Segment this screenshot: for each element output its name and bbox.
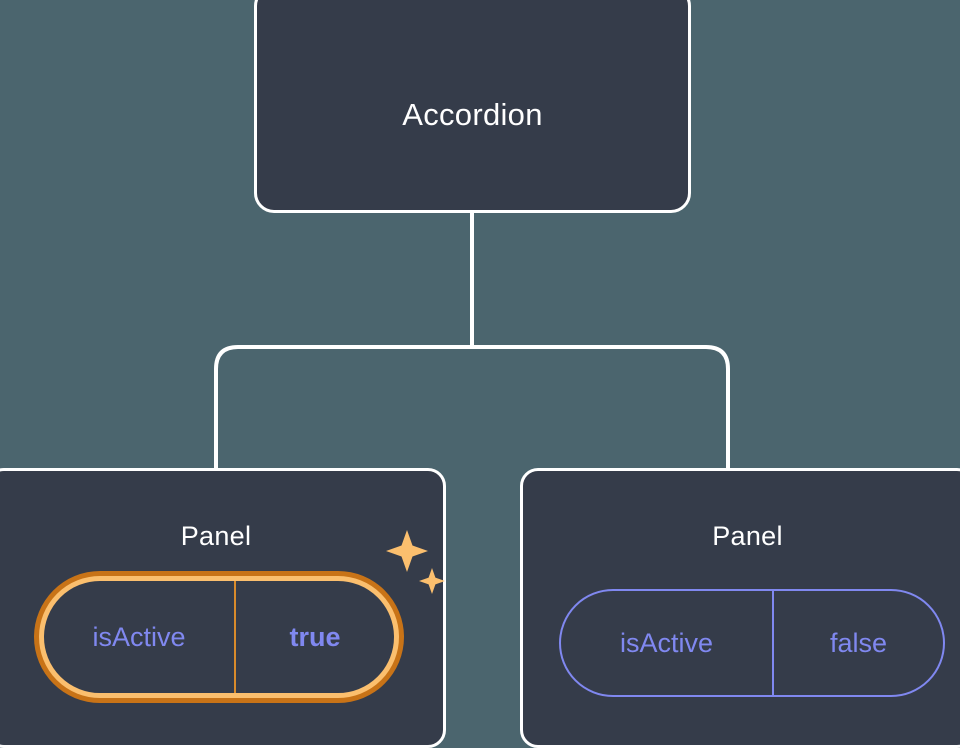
prop-key: isActive xyxy=(44,581,236,693)
prop-pill-isactive-true[interactable]: isActive true xyxy=(39,576,399,698)
prop-value: false xyxy=(829,627,888,658)
node-panel-inactive[interactable]: Panel isActive false xyxy=(520,468,960,748)
prop-key: isActive xyxy=(561,591,774,695)
node-panel-inactive-title: Panel xyxy=(712,521,783,551)
node-panel-active[interactable]: Panel isActive true xyxy=(0,468,446,748)
prop-pill-isactive-false[interactable]: isActive false xyxy=(559,589,945,697)
node-accordion-title: Accordion xyxy=(402,97,543,132)
prop-value: true xyxy=(289,621,341,652)
node-panel-active-title: Panel xyxy=(180,521,252,551)
node-accordion[interactable]: Accordion xyxy=(254,0,691,213)
